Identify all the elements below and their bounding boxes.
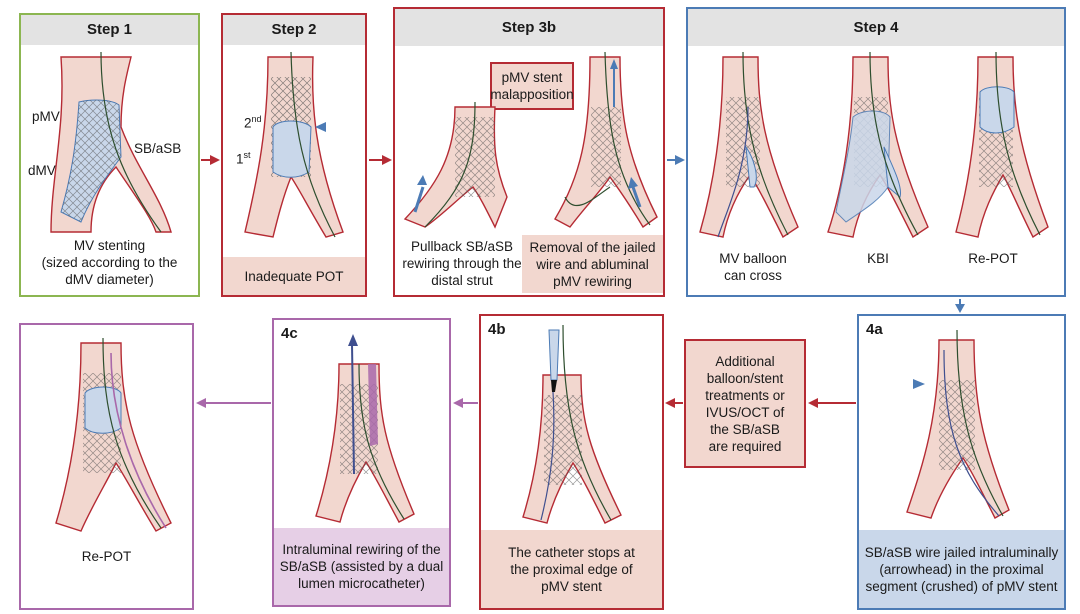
step4b-tag: 4b xyxy=(488,321,506,338)
step4-vessel-b xyxy=(827,51,929,239)
step4-caption-c: Re-POT xyxy=(968,251,1018,266)
step4-caption-a: MV balloon can cross xyxy=(719,251,787,283)
label-1st: 1st xyxy=(236,150,251,167)
final-panel: Re-POT xyxy=(19,323,194,610)
step2-panel: Step 2 2nd 1st Inadequate POT xyxy=(221,13,367,297)
step4a-caption: SB/aSB wire jailed intraluminally (arrow… xyxy=(859,530,1064,608)
arrow-step4c-to-final xyxy=(196,398,271,408)
label-1-sup: st xyxy=(243,150,251,160)
label-2-sup: nd xyxy=(251,114,262,124)
label-1-digit: 1 xyxy=(236,151,244,167)
step3b-caption-left: Pullback SB/aSB rewiring through the dis… xyxy=(402,239,522,288)
step4b-panel: 4b The catheter stops at the proximal ed… xyxy=(479,314,664,610)
step4a-illustration xyxy=(906,329,1010,519)
arrowhead-icon xyxy=(315,122,326,132)
step1-caption: MV stenting (sized according to the dMV … xyxy=(41,238,178,287)
step2-illustration xyxy=(244,51,344,238)
step4a-tag: 4a xyxy=(866,321,883,338)
step4b-illustration xyxy=(522,324,622,524)
step4a-panel: 4a SB/aSB wire jailed intraluminally (ar… xyxy=(857,314,1066,610)
arrowhead-icon xyxy=(913,379,925,389)
step4-illustration xyxy=(699,51,1049,239)
arrow-step4b-to-step4c xyxy=(453,398,478,408)
arrow-step3b-to-step4 xyxy=(667,155,685,165)
malapposition-callout: pMV stent malapposition xyxy=(490,62,574,110)
label-pmv: pMV xyxy=(32,109,60,124)
step2-title: Step 2 xyxy=(223,15,365,45)
step1-illustration xyxy=(50,51,172,233)
arrow-step4a-to-additional xyxy=(808,398,856,408)
step3b-illustration xyxy=(403,51,658,229)
step1-panel: Step 1 pMV dMV SB/aSB MV stenting (sized… xyxy=(19,13,200,297)
step4-panel: Step 4 MV balloon can cross K xyxy=(686,7,1066,297)
step4c-illustration xyxy=(315,334,415,523)
step4b-caption: The catheter stops at the proximal edge … xyxy=(481,530,662,608)
step4c-caption: Intraluminal rewiring of the SB/aSB (ass… xyxy=(274,528,449,605)
step4-vessel-a xyxy=(699,51,799,239)
step3b-panel: Step 3b pMV stent malapposition Pullback… xyxy=(393,7,665,297)
arrow-step2-to-step3b xyxy=(369,155,392,165)
step3b-title: Step 3b xyxy=(395,9,663,46)
step1-title: Step 1 xyxy=(21,15,198,45)
label-2-digit: 2 xyxy=(244,115,252,131)
arrow-step1-to-step2 xyxy=(201,155,220,165)
arrow-additional-to-step4b xyxy=(665,398,683,408)
step4-title: Step 4 xyxy=(688,9,1064,46)
step3b-caption-right: Removal of the jailed wire and abluminal… xyxy=(522,235,663,293)
step4-caption-b: KBI xyxy=(867,251,889,266)
final-illustration xyxy=(55,337,172,532)
label-sb: SB/aSB xyxy=(134,141,182,156)
label-2nd: 2nd xyxy=(244,114,262,131)
step4c-tag: 4c xyxy=(281,325,298,342)
label-dmv: dMV xyxy=(28,163,56,178)
step4c-panel: 4c Intraluminal rewiring of the SB/aSB (… xyxy=(272,318,451,607)
step4-vessel-c xyxy=(955,51,1049,239)
arrow-step4-to-step4a xyxy=(955,299,965,313)
step2-caption: Inadequate POT xyxy=(223,257,365,295)
additional-treatments-box: Additional balloon/stent treatments or I… xyxy=(684,339,806,468)
final-caption: Re-POT xyxy=(81,549,132,564)
